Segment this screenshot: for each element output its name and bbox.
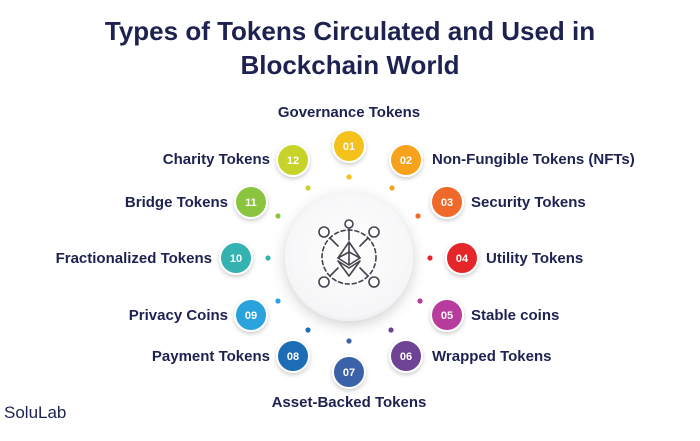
connector-dot-06 (388, 327, 394, 333)
token-item-04: 04 Utility Tokens (445, 241, 583, 275)
token-number-circle-08 (276, 339, 310, 373)
token-label-12: Charity Tokens (163, 151, 270, 168)
connector-dot-01 (346, 174, 352, 180)
token-number-circle-07 (332, 355, 366, 389)
connector-dots (265, 174, 433, 344)
brand-logo-text: SoluLab (4, 403, 67, 422)
token-label-04: Utility Tokens (486, 250, 583, 267)
title-line-2: Blockchain World (240, 50, 460, 80)
token-number-circle-01 (332, 129, 366, 163)
connector-dot-04 (427, 255, 433, 261)
token-item-02: 02 Non-Fungible Tokens (NFTs) (389, 143, 635, 177)
token-number-circle-04 (445, 241, 479, 275)
token-number-01: 01 (343, 141, 355, 153)
token-label-06: Wrapped Tokens (432, 348, 551, 365)
token-number-circle-05 (430, 298, 464, 332)
token-label-10: Fractionalized Tokens (56, 250, 212, 267)
token-label-09: Privacy Coins (129, 307, 228, 324)
connector-dot-07 (346, 338, 352, 344)
token-label-02: Non-Fungible Tokens (NFTs) (432, 151, 635, 168)
connector-dot-02 (389, 185, 395, 191)
token-item-01: 01 Governance Tokens (278, 104, 420, 163)
token-item-06: 06 Wrapped Tokens (389, 339, 551, 373)
token-number-10: 10 (230, 253, 242, 265)
connector-dot-11 (275, 213, 281, 219)
token-label-07: Asset-Backed Tokens (272, 394, 427, 411)
connector-dot-10 (265, 255, 271, 261)
connector-dot-03 (415, 213, 421, 219)
token-number-02: 02 (400, 155, 412, 167)
token-number-06: 06 (400, 351, 412, 363)
token-label-01: Governance Tokens (278, 104, 420, 121)
token-label-08: Payment Tokens (152, 348, 270, 365)
token-number-circle-10 (219, 241, 253, 275)
token-number-09: 09 (245, 310, 257, 322)
token-number-07: 07 (343, 367, 355, 379)
title-line-1: Types of Tokens Circulated and Used in (104, 16, 596, 46)
token-item-08: 08 Payment Tokens (152, 339, 310, 373)
token-number-circle-11 (234, 185, 268, 219)
connector-dot-09 (275, 298, 281, 304)
token-label-05: Stable coins (471, 307, 559, 324)
token-number-05: 05 (441, 310, 453, 322)
token-number-circle-03 (430, 185, 464, 219)
token-number-11: 11 (245, 197, 257, 209)
token-item-11: 11 Bridge Tokens (125, 185, 268, 219)
token-number-circle-06 (389, 339, 423, 373)
token-item-09: 09 Privacy Coins (129, 298, 268, 332)
token-number-circle-09 (234, 298, 268, 332)
token-label-03: Security Tokens (471, 194, 586, 211)
ethereum-network-icon (318, 219, 380, 288)
token-item-12: 12 Charity Tokens (163, 143, 310, 177)
center-hub (285, 193, 413, 321)
token-number-08: 08 (287, 351, 299, 363)
token-item-05: 05 Stable coins (430, 298, 559, 332)
page-title: Types of Tokens Circulated and Used in B… (0, 14, 700, 82)
token-number-12: 12 (287, 155, 299, 167)
token-item-10: 10 Fractionalized Tokens (56, 241, 253, 275)
connector-dot-05 (417, 298, 423, 304)
connector-dot-12 (305, 185, 311, 191)
connector-dot-08 (305, 327, 311, 333)
token-item-03: 03 Security Tokens (430, 185, 586, 219)
token-number-03: 03 (441, 197, 453, 209)
token-nodes: 01 Governance Tokens 02 Non-Fungible Tokens… (56, 104, 635, 411)
token-number-04: 04 (456, 253, 469, 265)
token-label-11: Bridge Tokens (125, 194, 228, 211)
token-number-circle-02 (389, 143, 423, 177)
token-number-circle-12 (276, 143, 310, 177)
